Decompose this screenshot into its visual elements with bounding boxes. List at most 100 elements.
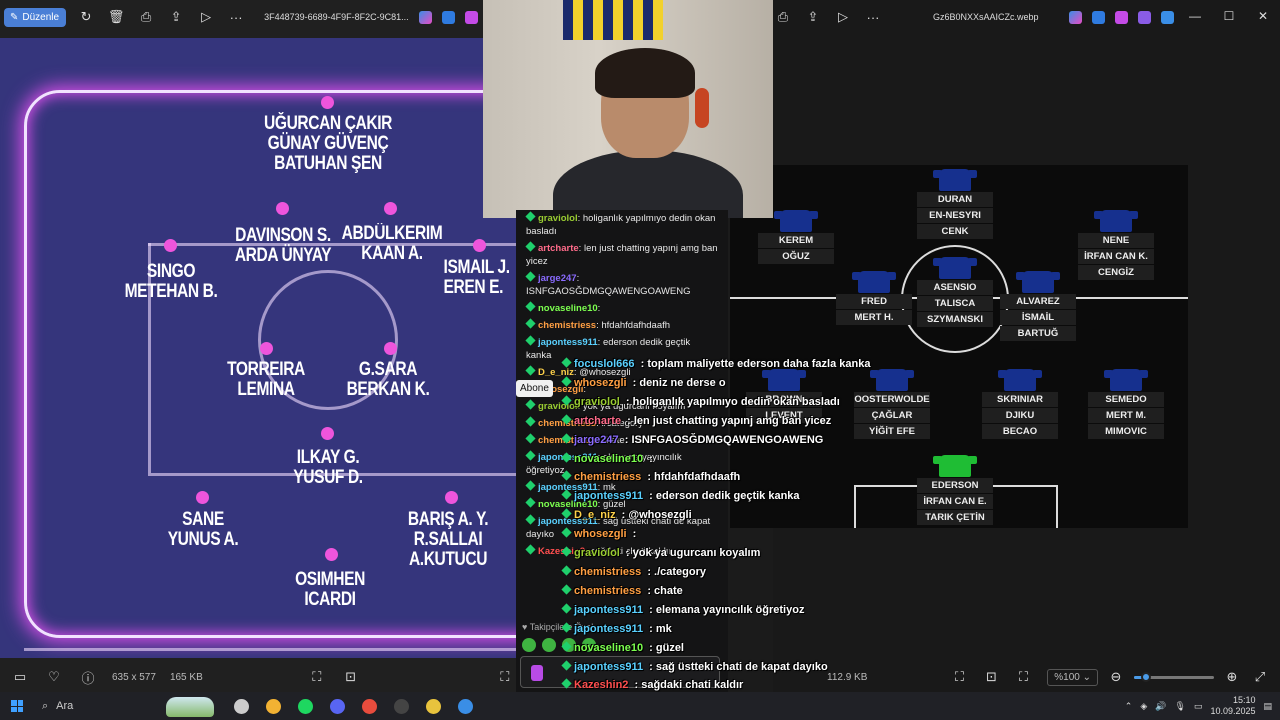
battery-icon[interactable]: ▭ <box>1193 700 1203 711</box>
fullscreen-icon[interactable]: ⛶ <box>500 669 510 684</box>
slideshow-icon[interactable]: ▷ <box>838 9 848 24</box>
zoom-out-icon[interactable]: ⊖ <box>1110 669 1122 684</box>
emote-icon[interactable] <box>582 638 596 652</box>
edit-button[interactable]: ✎ Düzenle <box>4 7 67 27</box>
chat-input[interactable] <box>520 656 720 688</box>
notification-icon[interactable]: ▤ <box>1263 700 1272 711</box>
overlay-username: chemistriess <box>574 584 642 597</box>
clock[interactable]: 15:10 10.09.2025 <box>1210 695 1255 717</box>
onedrive-icon[interactable] <box>1160 10 1174 24</box>
designer-icon[interactable] <box>1137 10 1151 24</box>
spotify-taskbar-button[interactable] <box>294 695 316 717</box>
favorite-icon[interactable]: ♡ <box>48 669 60 684</box>
filmstrip-icon[interactable]: ▭ <box>13 669 27 684</box>
lineup-group-rb: SEMEDO MERT M. MIMOVIC <box>1088 369 1164 439</box>
overlay-username: artcharte <box>574 414 622 427</box>
discord-taskbar-button[interactable] <box>326 695 348 717</box>
delete-icon[interactable]: 🗑 <box>107 9 125 24</box>
app-taskbar-button[interactable] <box>422 695 444 717</box>
volume-icon[interactable]: 🔊 <box>1155 700 1167 711</box>
fullscreen-icon[interactable]: ⛶ <box>1018 669 1028 684</box>
player-dot <box>321 96 334 109</box>
zoom-slider-fill <box>1134 675 1146 679</box>
jersey-icon <box>933 169 977 191</box>
copilot-icon[interactable] <box>1068 10 1082 24</box>
badge-icon <box>525 211 536 222</box>
overlay-chat-message: artcharte : len just chatting yapınj amg… <box>561 412 862 431</box>
emote-icon[interactable] <box>522 638 536 652</box>
edit-app-icon[interactable] <box>1091 10 1105 24</box>
clipchamp-icon[interactable] <box>1114 10 1128 24</box>
info-icon[interactable]: ⓘ <box>81 670 95 686</box>
share-icon[interactable]: ⇪ <box>807 9 819 24</box>
photos-taskbar-button[interactable] <box>454 695 476 717</box>
chat-username[interactable]: D_e_niz <box>538 367 574 378</box>
chat-username[interactable]: japontess911 <box>538 337 598 348</box>
network-icon[interactable]: ◈ <box>1140 700 1148 711</box>
minimize-icon[interactable]: — <box>1189 9 1201 23</box>
badge-icon <box>525 480 536 491</box>
obs-taskbar-button[interactable] <box>390 695 412 717</box>
chat-username[interactable]: whosezgli <box>538 384 584 395</box>
chat-message: whosezgli: <box>516 381 728 398</box>
zoom-slider[interactable] <box>1134 671 1214 682</box>
taskbar-search[interactable]: ⌕ Ara <box>34 695 224 717</box>
more-icon[interactable]: ··· <box>229 9 243 25</box>
clipchamp-icon[interactable] <box>464 10 478 24</box>
lineup-group-st: DURAN EN-NESYRI CENK <box>917 169 993 239</box>
close-icon[interactable]: ✕ <box>1257 9 1269 23</box>
zoom-in-icon[interactable]: ⊕ <box>1226 669 1238 684</box>
chat-username[interactable]: chemistriess <box>538 320 597 331</box>
subscribe-tooltip[interactable]: Abone <box>516 380 553 397</box>
left-toolbar: ✎ Düzenle ↻ 🗑 ⎙ ⇪ ▷ ··· 3F448739-6689-4F… <box>0 0 516 34</box>
more-icon[interactable]: ··· <box>866 9 880 25</box>
chat-username[interactable]: graviolol <box>538 213 578 224</box>
player-name: MERT M. <box>1088 408 1164 423</box>
chat-username[interactable]: graviolol <box>538 401 578 412</box>
lineup-group-lb: BROWN LEVENT <box>746 369 822 423</box>
edit-app-icon[interactable] <box>441 10 455 24</box>
overlay-chat-message: japontess911 : mk <box>561 620 862 639</box>
chat-username[interactable]: japontess911 <box>538 482 598 493</box>
zoom-slider-knob[interactable] <box>1141 671 1151 682</box>
player-cb-left: DAVINSON S.ARDA ÜNYAY <box>234 225 332 266</box>
slideshow-icon[interactable]: ▷ <box>201 9 212 24</box>
fit-icon[interactable]: ⛶ <box>312 669 322 684</box>
chat-message: japontess911: sağ üstteki chati de kapat… <box>525 514 711 540</box>
chevron-up-icon[interactable]: ⌃ <box>1124 700 1133 711</box>
chrome-profile-taskbar-button[interactable] <box>358 695 380 717</box>
share-icon[interactable]: ⇪ <box>170 9 182 24</box>
chat-username[interactable]: jarge247 <box>538 273 577 284</box>
print-icon[interactable]: ⎙ <box>140 9 152 24</box>
fit-icon[interactable]: ⛶ <box>954 669 964 684</box>
player-name: TARIK ÇETİN <box>917 510 993 525</box>
chat-username[interactable]: novaseline10 <box>538 303 598 314</box>
expand-icon[interactable]: ⤢ <box>1254 669 1266 684</box>
hanging-jersey <box>563 0 663 40</box>
chat-username[interactable]: japontess911 <box>538 516 598 527</box>
print-icon[interactable]: ⎙ <box>777 9 789 24</box>
chat-message: jarge247: ISNFGAOSĞDMGQAWENGOAWENG <box>525 271 691 297</box>
copilot-icon[interactable] <box>418 10 432 24</box>
microphone-icon[interactable]: 🎙 <box>1174 700 1186 711</box>
streamer-body <box>553 150 743 218</box>
rotate-icon[interactable]: ↻ <box>80 9 92 24</box>
chat-username[interactable]: artcharte <box>538 243 579 254</box>
zoom-level-select[interactable]: %100 ⌄ <box>1047 668 1098 686</box>
emote-picker-icon[interactable] <box>531 665 543 681</box>
crop-icon[interactable]: ⊡ <box>985 669 997 684</box>
chat-username[interactable]: novaseline10 <box>538 499 598 510</box>
overlay-chat-message: whosezgli : deniz ne derse o <box>561 374 862 393</box>
start-button[interactable] <box>0 700 34 712</box>
player-name: BROWN <box>746 392 822 407</box>
emote-icon[interactable] <box>542 638 556 652</box>
task-view-taskbar-button[interactable] <box>230 695 252 717</box>
maximize-icon[interactable]: ☐ <box>1223 9 1235 23</box>
overlay-text: ./category <box>654 565 707 578</box>
crop-icon[interactable]: ⊡ <box>345 669 357 684</box>
chat-text: ISNFGAOSĞDMGQAWENGOAWENG <box>526 286 691 297</box>
jersey-icon <box>870 369 914 391</box>
jersey-icon <box>1094 210 1138 232</box>
center-circle <box>258 270 398 410</box>
chrome-taskbar-button[interactable] <box>262 695 284 717</box>
